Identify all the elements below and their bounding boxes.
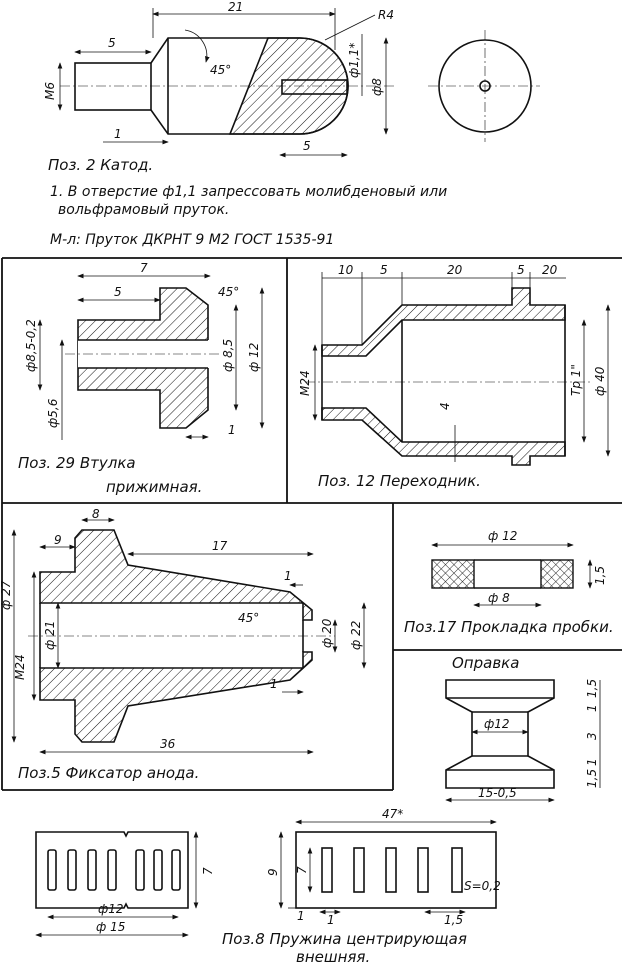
spring-caption1: Поз.8 Пружина центрирующая <box>222 930 467 948</box>
bushing-dim-d56: ф5,6 <box>46 398 60 428</box>
mandrel-dim-h1b: 1 <box>585 758 599 766</box>
mandrel-dim-h3: 3 <box>585 732 599 740</box>
fixator-dim-8: 8 <box>92 507 100 521</box>
spring-dim-h9: 9 <box>266 868 280 876</box>
fixator-dim-17: 17 <box>212 539 228 553</box>
spring-dim-h7b: 7 <box>201 867 215 875</box>
bushing-caption2: прижимная. <box>106 478 202 496</box>
cathode-note-line1: 1. В отверстие ф1,1 запрессовать молибде… <box>50 184 447 200</box>
cathode-caption: Поз. 2 Катод. <box>48 156 153 174</box>
cathode-dim-1: 1 <box>114 127 122 141</box>
bushing-part: 7 5 45° ф8,5-0,2 ф 8,5 ф 12 ф5,6 1 Поз. … <box>18 261 265 496</box>
bushing-caption1: Поз. 29 Втулка <box>18 454 136 472</box>
cathode-dim-d11: ф1,1* <box>347 43 361 78</box>
fixator-upper-section <box>39 529 313 621</box>
fixator-dim-d22: ф 22 <box>349 621 363 650</box>
adapter-dim-wall: 4 <box>438 402 452 410</box>
mandrel-dim-h15a: 1,5 <box>585 679 599 698</box>
bushing-dim-d85: ф 8,5 <box>221 339 235 372</box>
fixator-dim-m24: M24 <box>13 654 27 680</box>
spring-dim-gap15: 1,5 <box>444 913 463 927</box>
cathode-dim-5b: 5 <box>303 139 311 153</box>
cathode-section-hatch <box>228 37 349 135</box>
spring-dim-h7: 7 <box>295 866 309 874</box>
adapter-dim-5: 5 <box>380 263 388 277</box>
bushing-dim-d85tol: ф8,5-0,2 <box>24 319 38 372</box>
spring-dim-s: S=0,2 <box>464 879 501 893</box>
cathode-dim-m6: M6 <box>43 82 57 100</box>
spring-dim-gap1: 1 <box>297 909 305 923</box>
fixator-dim-d21: ф 21 <box>43 621 57 650</box>
cathode-bore <box>281 79 348 95</box>
bushing-dim-5: 5 <box>114 285 122 299</box>
spring-dim-d12: ф12 <box>98 902 124 916</box>
cathode-material: М-л: Пруток ДКРНТ 9 М2 ГОСТ 1535-91 <box>50 232 334 248</box>
bushing-dim-d12: ф 12 <box>247 343 261 372</box>
gasket-dim-d8: ф 8 <box>488 591 510 605</box>
mandrel-body <box>445 679 555 789</box>
spring-flat-slots <box>321 847 463 893</box>
cathode-shank <box>74 62 152 111</box>
bushing-dim-1: 1 <box>228 423 236 437</box>
spring-formed-slots <box>47 849 181 891</box>
spring-caption2: внешняя. <box>296 948 370 966</box>
fixator-caption: Поз.5 Фиксатор анода. <box>18 764 199 782</box>
mandrel-part: Оправка ф12 15-0,5 1,5 1 3 1 1,5 <box>445 654 601 803</box>
fixator-part: 8 9 17 1 45° ф 27 M24 ф 21 ф 20 ф 22 1 3… <box>0 507 367 782</box>
adapter-caption: Поз. 12 Переходник. <box>318 472 481 490</box>
adapter-dim-d40: ф 40 <box>593 366 607 396</box>
adapter-dim-m24: M24 <box>298 370 312 396</box>
cathode-dim-21: 21 <box>228 0 243 14</box>
spring-dim-gap1b: 1 <box>327 913 335 927</box>
adapter-dim-20: 20 <box>447 263 463 277</box>
bushing-dim-7: 7 <box>140 261 148 275</box>
gasket-left-section <box>431 559 475 589</box>
adapter-dim-tr: Тр 1" <box>569 364 583 396</box>
cathode-dim-chamfer: 45° <box>210 63 231 77</box>
fixator-dim-d27: ф 27 <box>0 580 13 610</box>
spring-dim-47: 47* <box>382 807 403 821</box>
fixator-dim-9: 9 <box>54 533 62 547</box>
fixator-dim-1b: 1 <box>270 677 278 691</box>
fixator-dim-chamfer: 45° <box>238 611 259 625</box>
gasket-dim-thickness: 1,5 <box>593 566 607 585</box>
gasket-right-section <box>540 559 574 589</box>
adapter-dim-20b: 20 <box>542 263 558 277</box>
adapter-dim-10: 10 <box>338 263 354 277</box>
cathode-note-line2: вольфрамовый пруток. <box>58 202 229 218</box>
spring-part: 7 ф12 ф 15 47* 9 7 S=0,2 1 1 1,5 Поз.8 П… <box>35 807 501 966</box>
mandrel-dim-h15b: 1,5 <box>585 769 599 788</box>
gasket-caption: Поз.17 Прокладка пробки. <box>404 618 614 636</box>
adapter-part: 10 5 20 5 20 M24 4 Тр 1" ф 40 Поз. 12 Пе… <box>298 263 611 490</box>
fixator-lower-section <box>39 651 313 743</box>
spring-flat-blank <box>295 831 497 909</box>
spring-dim-d15: ф 15 <box>96 920 125 934</box>
cathode-dim-5: 5 <box>108 36 116 50</box>
mandrel-title: Оправка <box>452 654 519 672</box>
mandrel-dim-width: 15-0,5 <box>478 786 517 800</box>
adapter-upper-wall <box>321 287 566 357</box>
adapter-dim-5b: 5 <box>517 263 525 277</box>
cathode-dim-r4: R4 <box>378 8 394 22</box>
spring-formed-view <box>35 831 189 909</box>
adapter-lower-wall <box>321 407 566 466</box>
mandrel-dim-h1a: 1 <box>585 704 599 712</box>
bushing-dim-chamfer: 45° <box>218 285 239 299</box>
fixator-dim-d20: ф 20 <box>320 618 334 648</box>
gasket-part: ф 12 ф 8 1,5 Поз.17 Прокладка пробки. <box>404 529 614 636</box>
gasket-dim-d12: ф 12 <box>488 529 517 543</box>
mandrel-dim-d12: ф12 <box>484 717 510 731</box>
cathode-part: 21 5 R4 M6 45° ф1,1* ф8 1 5 Поз. 2 Катод… <box>43 0 540 248</box>
fixator-dim-36: 36 <box>160 737 176 751</box>
fixator-dim-1: 1 <box>284 569 292 583</box>
cathode-dim-d8: ф8 <box>370 78 384 96</box>
